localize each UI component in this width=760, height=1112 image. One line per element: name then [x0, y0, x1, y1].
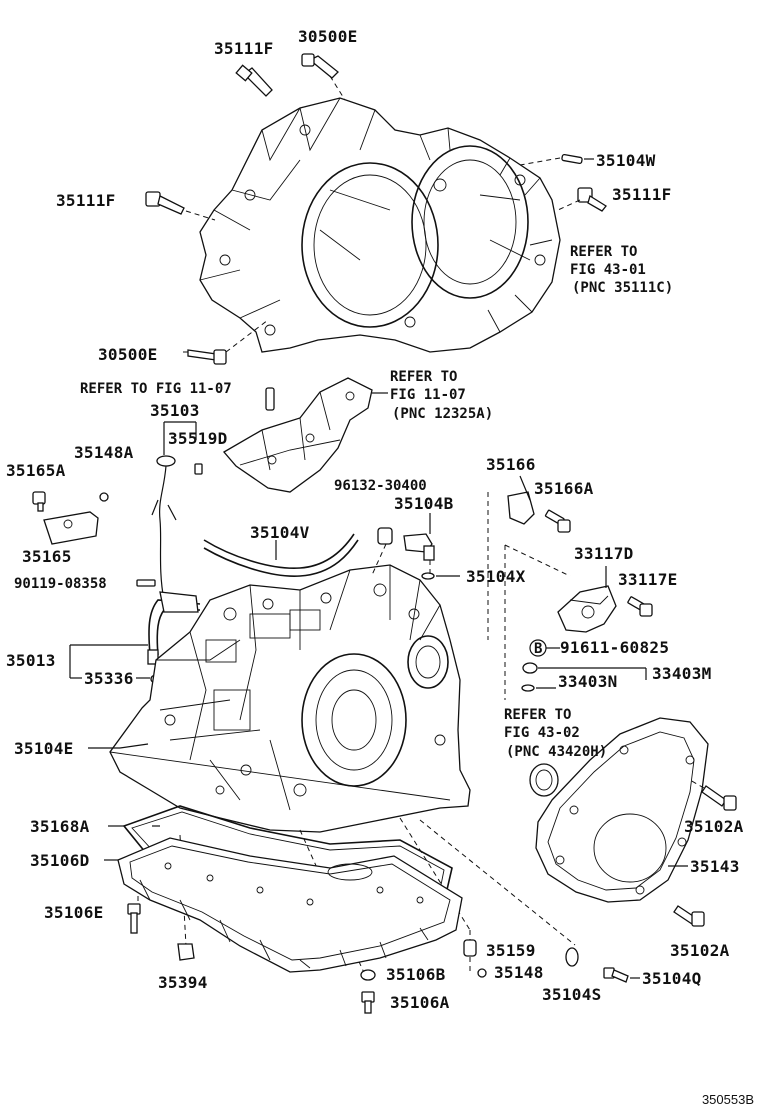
lever-33117D [557, 585, 617, 633]
plate-35166 [507, 491, 535, 525]
label-35166: 35166 [486, 455, 536, 474]
label-33403M: 33403M [652, 664, 712, 683]
label-35165A: 35165A [6, 461, 66, 480]
label-35165: 35165 [22, 547, 72, 566]
label-30500E-bottom: 30500E [98, 345, 158, 364]
o-ring-35148 [477, 968, 487, 978]
bolt-35104Q [603, 967, 629, 983]
label-35148: 35148 [494, 963, 544, 982]
label-35104W: 35104W [596, 151, 656, 170]
label-35106B: 35106B [386, 965, 446, 984]
label-refer-4302-b: FIG 43-02 [504, 725, 580, 741]
label-refer-4302-c: (PNC 43420H) [506, 744, 607, 760]
label-35394: 35394 [158, 973, 208, 992]
label-refer-4301-a: REFER TO [570, 244, 637, 260]
label-35104B: 35104B [394, 494, 454, 513]
label-35143: 35143 [690, 857, 740, 876]
bolt-30500E-top [301, 53, 339, 79]
label-35111F-left: 35111F [56, 191, 116, 210]
bolt-90119 [136, 579, 156, 587]
label-35104S: 35104S [542, 985, 602, 1004]
seal-35104S [565, 947, 579, 967]
bolt-35102A-top [701, 785, 737, 811]
label-35102A-bottom: 35102A [670, 941, 730, 960]
bolt-35111F-top [235, 64, 273, 97]
transaxle-housing [199, 97, 561, 353]
label-35104X: 35104X [466, 567, 526, 586]
cover-35143 [535, 717, 709, 903]
gasket-35104X [421, 572, 435, 580]
label-35104V: 35104V [250, 523, 310, 542]
label-refer-1107-a: REFER TO [390, 369, 457, 385]
label-33117D: 33117D [574, 544, 634, 563]
bolt-35111F-right [577, 187, 607, 212]
bolt-35106E [127, 903, 141, 934]
transaxle-case [109, 564, 471, 833]
label-30500E-top: 30500E [298, 27, 358, 46]
label-35111F-top: 35111F [214, 39, 274, 58]
bracket-12325A [222, 377, 373, 493]
label-35159: 35159 [486, 941, 536, 960]
clip-33403M [522, 662, 538, 674]
label-refer-1107-c: (PNC 12325A) [392, 406, 493, 422]
label-refer-4302-a: REFER TO [504, 707, 571, 723]
label-91611-60825: 91611-60825 [560, 638, 669, 657]
gasket-35106B [360, 969, 376, 981]
bolt-35165A [32, 491, 46, 512]
label-refer-1107-b: FIG 11-07 [390, 387, 466, 403]
bolt-35111F-left [145, 191, 185, 215]
label-35104E: 35104E [14, 739, 74, 758]
bolt-30500E-bottom [187, 349, 227, 365]
bolt-33117E [627, 596, 653, 617]
breather-plug-35104B [403, 533, 435, 561]
label-90119-08358: 90119-08358 [14, 576, 107, 592]
label-35148A: 35148A [74, 443, 134, 462]
label-35111F-right: 35111F [612, 185, 672, 204]
oil-pan-35106D [117, 837, 463, 973]
label-33117E: 33117E [618, 570, 678, 589]
bolt-fig-1107 [265, 387, 275, 411]
label-35013: 35013 [6, 651, 56, 670]
oil-seal-43420H [529, 763, 559, 797]
label-refer-4301-b: FIG 43-01 [570, 262, 646, 278]
label-35106A: 35106A [390, 993, 450, 1012]
magnet-35394 [177, 943, 195, 961]
label-35166A: 35166A [534, 479, 594, 498]
bracket-35165 [43, 511, 99, 545]
bolt-35166A [544, 509, 571, 533]
label-35103: 35103 [150, 401, 200, 420]
label-35104Q: 35104Q [642, 969, 702, 988]
o-ring-33403N [521, 684, 535, 692]
figure-id: 350553B [702, 1092, 754, 1107]
bolt-35106A [361, 991, 375, 1014]
label-circle-b: B [534, 641, 542, 657]
label-35106E: 35106E [44, 903, 104, 922]
label-96132-30400: 96132-30400 [334, 478, 427, 494]
filler-tube-35013 [147, 591, 201, 665]
o-ring-35148A [99, 492, 109, 502]
label-35168A: 35168A [30, 817, 90, 836]
clamp-96132-30400 [377, 527, 393, 545]
plug-35159 [463, 939, 477, 957]
label-35336: 35336 [84, 669, 134, 688]
label-refer-4301-c: (PNC 35111C) [572, 280, 673, 296]
label-35102A-top: 35102A [684, 817, 744, 836]
label-35519D: 35519D [168, 429, 228, 448]
clip-35519D [194, 463, 203, 475]
label-refer-1107-left: REFER TO FIG 11-07 [80, 381, 232, 397]
breather-hose-35104V [203, 533, 359, 577]
pin-35104W [561, 153, 583, 165]
label-33403N: 33403N [558, 672, 618, 691]
dipstick-35103 [151, 455, 177, 601]
label-35106D: 35106D [30, 851, 90, 870]
bolt-35102A-bottom [673, 905, 705, 927]
